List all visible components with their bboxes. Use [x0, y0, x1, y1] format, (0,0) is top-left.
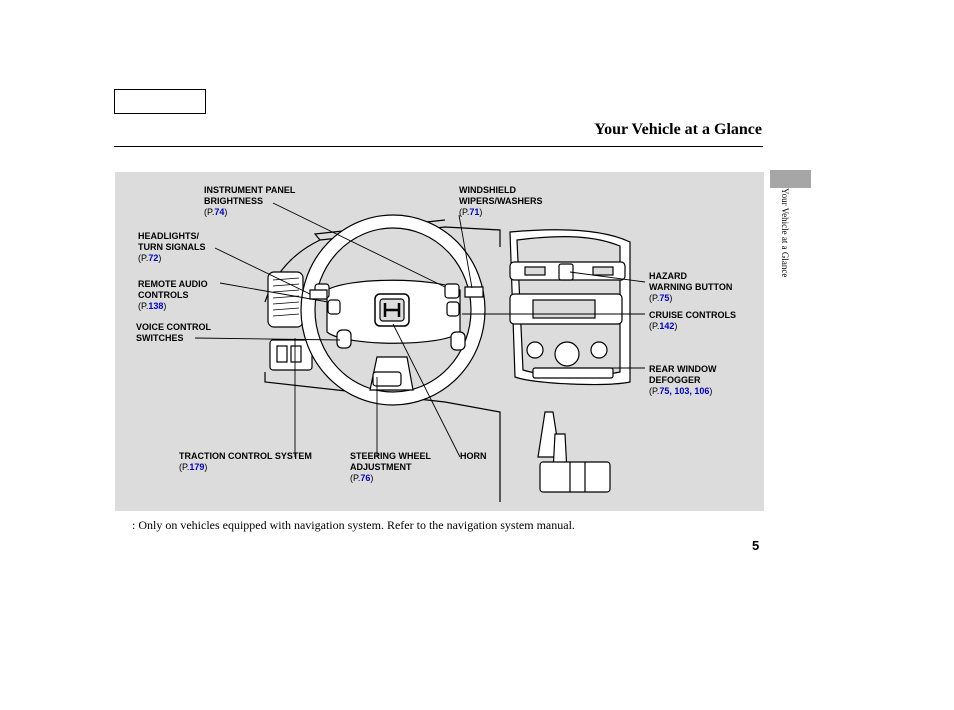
ref-suffix: ) — [204, 462, 208, 472]
callout-line: STEERING WHEEL — [350, 451, 432, 461]
ref-prefix: (P. — [350, 473, 361, 483]
callout-line: CONTROLS — [138, 290, 189, 300]
page-link-72[interactable]: 72 — [148, 253, 159, 263]
callout-remote-audio-controls: REMOTE AUDIO CONTROLS (P.138) — [138, 279, 208, 312]
callout-line: VOICE CONTROL — [136, 322, 212, 332]
footnote: : Only on vehicles equipped with navigat… — [132, 518, 575, 532]
ref-prefix: (P. — [138, 301, 149, 311]
page-link-75[interactable]: 75 — [659, 293, 670, 303]
ref-suffix: ) — [370, 473, 374, 483]
callout-line: HEADLIGHTS/ — [138, 231, 200, 241]
page-title: Your Vehicle at a Glance — [594, 121, 762, 138]
title-rule — [114, 146, 763, 147]
callout-line: BRIGHTNESS — [204, 196, 264, 206]
page-link-179[interactable]: 179 — [189, 462, 205, 472]
page-links-defogger[interactable]: 75, 103, 106 — [659, 386, 710, 396]
callout-line: CRUISE CONTROLS — [649, 310, 737, 320]
callout-steering-wheel-adjustment: STEERING WHEEL ADJUSTMENT (P.76) — [350, 451, 431, 484]
callout-line: HORN — [460, 451, 487, 461]
callout-rear-window-defogger: REAR WINDOW DEFOGGER (P.75, 103, 106) — [649, 364, 717, 397]
callout-headlights-turn-signals: HEADLIGHTS/ TURN SIGNALS (P.72) — [138, 231, 206, 264]
callout-line: WIPERS/WASHERS — [459, 196, 543, 206]
callout-line: HAZARD — [649, 271, 687, 281]
callout-line: TRACTION CONTROL SYSTEM — [179, 451, 312, 461]
callout-line: REAR WINDOW — [649, 364, 717, 374]
callout-line: SWITCHES — [136, 333, 184, 343]
callout-line: TURN SIGNALS — [138, 242, 206, 252]
ref-suffix: ) — [709, 386, 713, 396]
page-link-138[interactable]: 138 — [148, 301, 164, 311]
page-link-71[interactable]: 71 — [469, 207, 480, 217]
callout-traction-control-system: TRACTION CONTROL SYSTEM (P.179) — [179, 451, 312, 473]
page-link-142[interactable]: 142 — [659, 321, 675, 331]
callout-line: DEFOGGER — [649, 375, 701, 385]
section-tab-label: Your Vehicle at a Glance — [780, 188, 790, 278]
ref-suffix: ) — [674, 321, 678, 331]
callout-line: REMOTE AUDIO — [138, 279, 208, 289]
callout-instrument-panel-brightness: INSTRUMENT PANEL BRIGHTNESS (P.74) — [204, 185, 295, 218]
ref-suffix: ) — [669, 293, 673, 303]
ref-suffix: ) — [163, 301, 167, 311]
ref-prefix: (P. — [649, 321, 660, 331]
callout-line: INSTRUMENT PANEL — [204, 185, 296, 195]
callout-cruise-controls: CRUISE CONTROLS (P.142) — [649, 310, 736, 332]
callout-hazard-warning-button: HAZARD WARNING BUTTON (P.75) — [649, 271, 732, 304]
callout-windshield-wipers: WINDSHIELD WIPERS/WASHERS (P.71) — [459, 185, 543, 218]
callout-line: WARNING BUTTON — [649, 282, 733, 292]
callout-line: ADJUSTMENT — [350, 462, 412, 472]
ref-suffix: ) — [479, 207, 483, 217]
callout-horn: HORN — [460, 451, 487, 462]
callout-line: WINDSHIELD — [459, 185, 516, 195]
page-link-76[interactable]: 76 — [360, 473, 371, 483]
page-link-74[interactable]: 74 — [214, 207, 225, 217]
section-tab — [770, 170, 811, 188]
ref-prefix: (P. — [179, 462, 190, 472]
header-box — [114, 89, 206, 114]
ref-suffix: ) — [224, 207, 228, 217]
ref-prefix: (P. — [138, 253, 149, 263]
dashboard-illustration — [194, 202, 646, 502]
ref-prefix: (P. — [459, 207, 470, 217]
ref-prefix: (P. — [649, 386, 660, 396]
callout-voice-control-switches: VOICE CONTROL SWITCHES — [136, 322, 211, 344]
ref-prefix: (P. — [204, 207, 215, 217]
ref-suffix: ) — [158, 253, 162, 263]
ref-prefix: (P. — [649, 293, 660, 303]
page-number: 5 — [752, 538, 760, 553]
